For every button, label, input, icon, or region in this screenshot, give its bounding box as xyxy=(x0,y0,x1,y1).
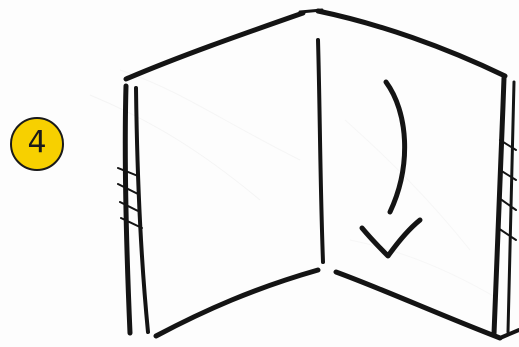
down-arrow-head xyxy=(359,217,423,259)
step-badge: 4 xyxy=(10,117,64,171)
center-fold-line xyxy=(316,38,325,264)
left-edge-outer xyxy=(122,83,133,336)
card-top-edge-left xyxy=(123,10,306,82)
right-edge-inner xyxy=(506,80,516,334)
left-edge-hatch-1 xyxy=(117,167,139,177)
left-edge-hatch-4 xyxy=(120,217,143,229)
card-bottom-edge-right xyxy=(333,269,503,341)
right-edge-hatch-2 xyxy=(499,169,517,181)
right-edge-hatch-3 xyxy=(498,197,517,211)
right-edge-hatch-4 xyxy=(497,227,517,241)
card-top-corner-mark xyxy=(298,8,324,14)
card-bottom-edge-stub xyxy=(498,328,519,340)
left-edge-inner xyxy=(134,86,150,334)
left-edge-hatch-3 xyxy=(119,201,141,213)
left-edge-hatch-2 xyxy=(117,183,139,195)
card-top-edge-right xyxy=(315,8,508,79)
down-arrow-shaft xyxy=(383,79,408,215)
right-edge-outer xyxy=(491,75,507,337)
card-bottom-edge-left xyxy=(153,267,321,339)
step-number: 4 xyxy=(27,125,47,160)
right-edge-hatch-1 xyxy=(499,139,517,151)
